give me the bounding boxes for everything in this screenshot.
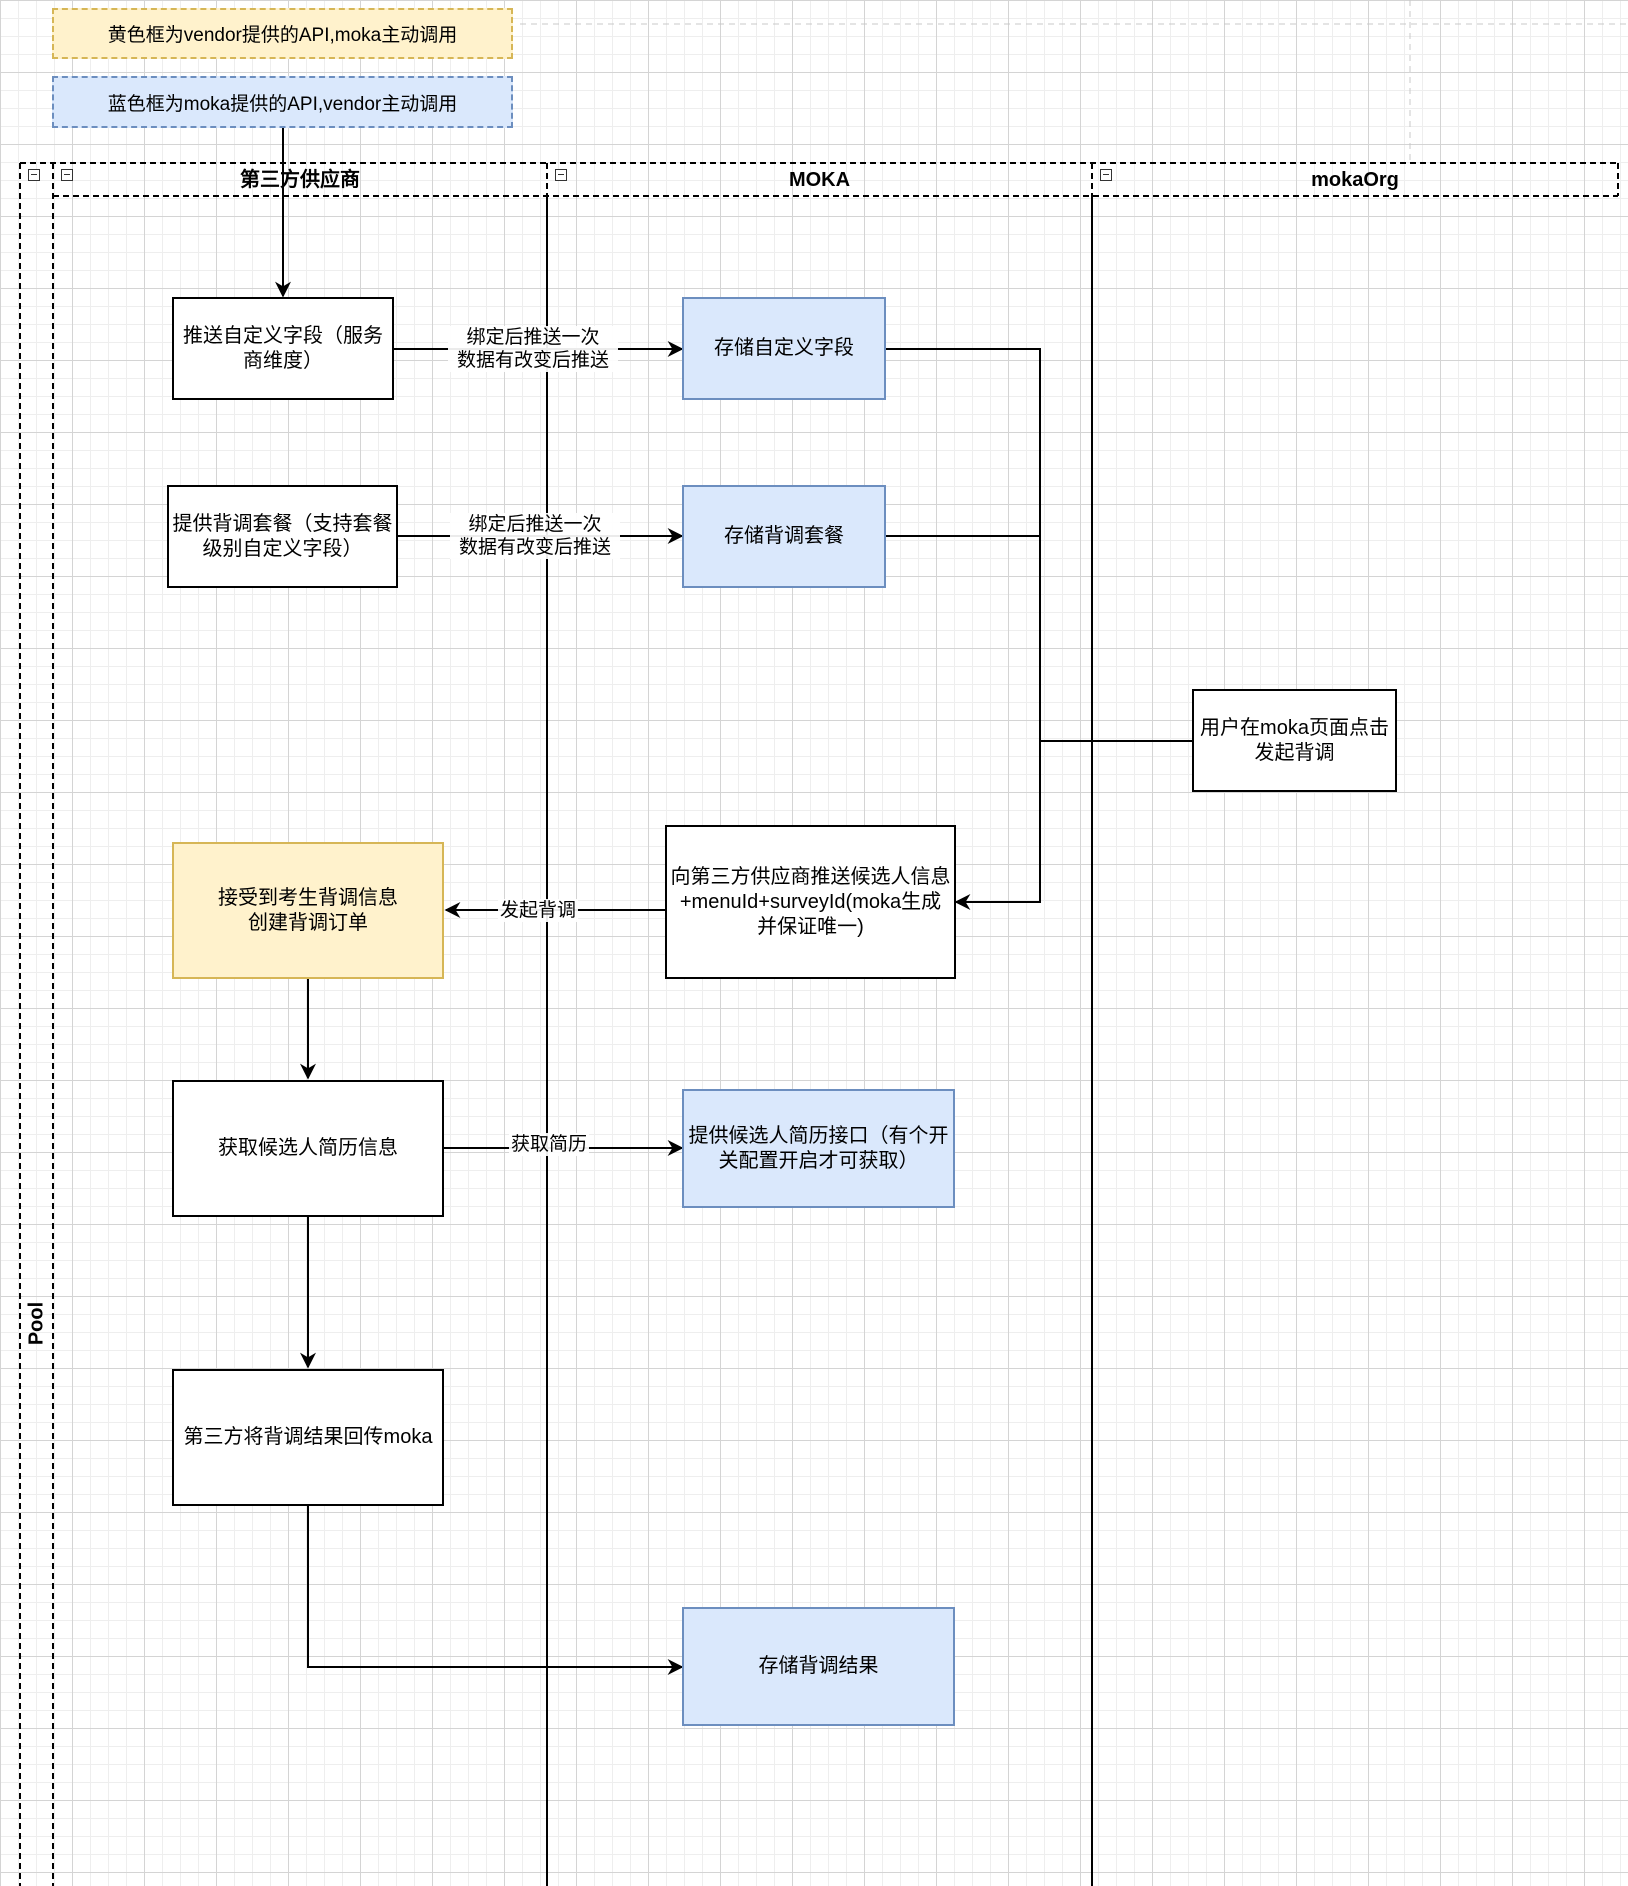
node-push-custom-fields[interactable]: 推送自定义字段（服务 商维度） <box>172 297 394 400</box>
node-get-resume-label: 获取候选人简历信息 <box>218 1137 398 1159</box>
node-push-custom-fields-label: 推送自定义字段（服务 商维度） <box>183 324 383 372</box>
lane-title-vendor: 第三方供应商 <box>240 169 360 191</box>
legend-yellow-text: 黄色框为vendor提供的API,moka主动调用 <box>107 25 458 46</box>
pool-frame <box>19 162 1619 1886</box>
guide-lines <box>520 0 1628 160</box>
node-receive-order-label: 接受到考生背调信息 创建背调订单 <box>218 886 398 934</box>
node-resume-api[interactable]: 提供候选人简历接口（有个开 关配置开启才可获取） <box>682 1089 955 1208</box>
node-resume-api-label: 提供候选人简历接口（有个开 关配置开启才可获取） <box>688 1124 949 1172</box>
legend-blue: 蓝色框为moka提供的API,vendor主动调用 <box>52 76 513 128</box>
legend-blue-text: 蓝色框为moka提供的API,vendor主动调用 <box>107 93 458 115</box>
node-return-result-label: 第三方将背调结果回传moka <box>183 1426 433 1448</box>
node-provide-packages-label: 提供背调套餐（支持套餐 级别自定义字段） <box>172 512 393 560</box>
edge-label-push-packages: 绑定后推送一次 数据有改变后推送 <box>450 513 620 559</box>
node-get-resume[interactable]: 获取候选人简历信息 <box>172 1080 444 1217</box>
node-receive-order[interactable]: 接受到考生背调信息 创建背调订单 <box>172 842 444 979</box>
lane-vendor-collapse-icon[interactable] <box>61 169 73 181</box>
legend-yellow: 黄色框为vendor提供的API,moka主动调用 <box>52 8 513 59</box>
node-push-candidate-label: 向第三方供应商推送候选人信息 +menuId+surveyId(moka生成 并… <box>670 865 951 938</box>
node-push-candidate[interactable]: 向第三方供应商推送候选人信息 +menuId+surveyId(moka生成 并… <box>665 825 956 979</box>
node-store-result-label: 存储背调结果 <box>758 1655 879 1677</box>
node-return-result[interactable]: 第三方将背调结果回传moka <box>172 1369 444 1506</box>
pool-collapse-icon[interactable] <box>28 169 40 181</box>
node-store-packages[interactable]: 存储背调套餐 <box>682 485 886 588</box>
edge-label-get-resume: 获取简历 <box>509 1133 589 1156</box>
node-user-initiate[interactable]: 用户在moka页面点击 发起背调 <box>1192 689 1397 792</box>
node-store-result[interactable]: 存储背调结果 <box>682 1607 955 1726</box>
edge-return-result <box>307 1506 684 1675</box>
lane-mokaorg-collapse-icon[interactable] <box>1100 169 1112 181</box>
node-store-custom-fields[interactable]: 存储自定义字段 <box>682 297 886 400</box>
lane-title-mokaorg: mokaOrg <box>1311 169 1399 191</box>
lane-title-moka: MOKA <box>788 169 851 191</box>
pool-title: Pool <box>25 1301 48 1346</box>
node-provide-packages[interactable]: 提供背调套餐（支持套餐 级别自定义字段） <box>167 485 398 588</box>
node-user-initiate-label: 用户在moka页面点击 发起背调 <box>1200 716 1389 764</box>
lane-moka-collapse-icon[interactable] <box>555 169 567 181</box>
node-store-custom-fields-label: 存储自定义字段 <box>714 337 854 359</box>
node-store-packages-label: 存储背调套餐 <box>724 525 844 547</box>
edge-store-fields-trunk <box>886 348 1041 910</box>
edge-label-initiate: 发起背调 <box>498 899 578 922</box>
edge-label-push-fields: 绑定后推送一次 数据有改变后推送 <box>448 326 618 372</box>
